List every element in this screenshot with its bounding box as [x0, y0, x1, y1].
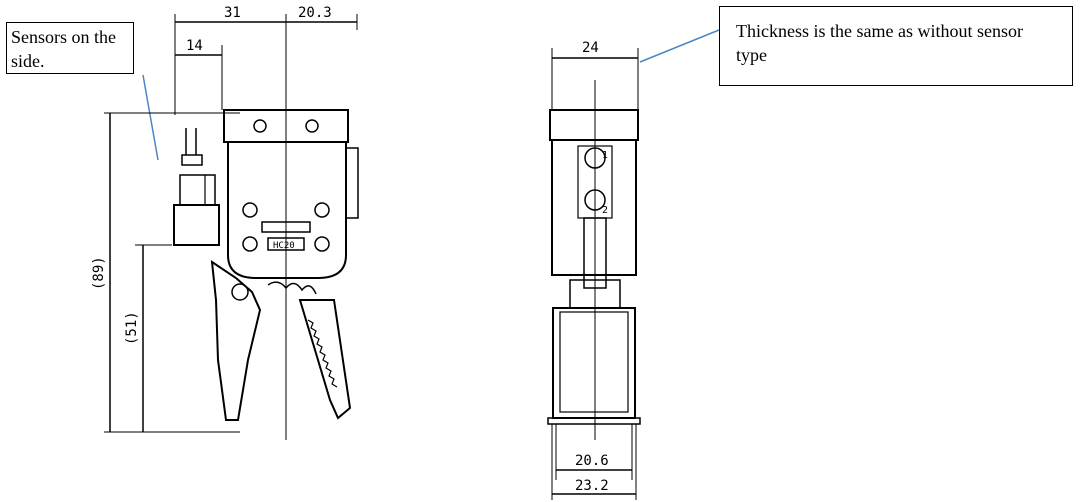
- dim-20-6: 20.6: [575, 453, 609, 469]
- side-view: [104, 14, 359, 440]
- leader-left: [142, 74, 159, 161]
- dim-20-3: 20.3: [298, 5, 332, 21]
- sensor-label-2: 2: [602, 205, 608, 216]
- front-view: 1 2: [547, 48, 641, 500]
- sensor-label-1: 1: [602, 150, 608, 161]
- dim-24: 24: [582, 40, 599, 56]
- dim-31: 31: [224, 5, 241, 21]
- callout-thickness-note: Thickness is the same as without sensor …: [719, 6, 1073, 86]
- dim-89: (89): [91, 256, 107, 290]
- leader-right: [639, 29, 720, 63]
- dim-23-2: 23.2: [575, 478, 609, 494]
- plate-label: HC20: [273, 241, 295, 251]
- dim-51: (51): [124, 311, 140, 345]
- callout-sensors-on-side: Sensors on the side.: [6, 22, 134, 74]
- dim-14: 14: [186, 38, 203, 54]
